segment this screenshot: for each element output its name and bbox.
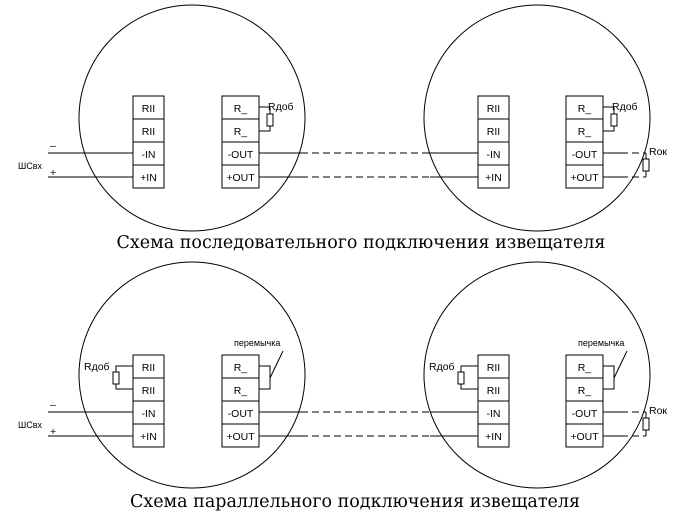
output-terminal-block: R_ R_ -OUT +OUT xyxy=(565,354,604,448)
terminal-label: -OUT xyxy=(572,149,598,161)
terminal-label: R_ xyxy=(234,362,248,374)
detector-circle-left xyxy=(78,4,306,232)
terminal-label: +IN xyxy=(140,172,157,184)
input-terminal-block: RII RII -IN +IN xyxy=(132,95,165,189)
input-terminal-block: RII RII -IN +IN xyxy=(477,354,510,448)
plus-sign: + xyxy=(50,426,56,438)
terminal-label: +IN xyxy=(485,172,502,184)
r-end-label: Rок xyxy=(649,405,667,417)
plus-sign: + xyxy=(50,167,56,179)
terminal-label: R_ xyxy=(578,126,592,138)
r-add-resistor: Rдоб xyxy=(259,101,294,132)
terminal-label: RII xyxy=(142,103,155,115)
parallel-diagram: RII RII -IN +IN R_ R_ -OUT +OUT Rдоб пер… xyxy=(18,261,667,512)
r-add-label: Rдоб xyxy=(268,101,294,113)
terminal-label: +IN xyxy=(140,431,157,443)
terminal-label: -IN xyxy=(487,149,501,161)
r-end-resistor: Rок xyxy=(603,405,667,437)
output-terminal-block: R_ R_ -OUT +OUT xyxy=(221,354,260,448)
r-add-resistor: Rдоб xyxy=(84,361,133,390)
parallel-caption: Схема параллельного подключения извещате… xyxy=(130,492,580,512)
terminal-label: RII xyxy=(487,126,500,138)
terminal-label: R_ xyxy=(578,385,592,397)
terminal-label: R_ xyxy=(234,103,248,115)
terminal-label: -IN xyxy=(142,408,156,420)
jumper-label: перемычка xyxy=(234,338,280,348)
terminal-label: R_ xyxy=(234,385,248,397)
loop-input: – + ШСвх xyxy=(18,140,133,179)
terminal-label: RII xyxy=(487,362,500,374)
input-terminal-block: RII RII -IN +IN xyxy=(477,95,510,189)
detector-circle-left xyxy=(78,261,306,489)
r-add-resistor: Rдоб xyxy=(603,101,638,132)
terminal-label: -IN xyxy=(487,408,501,420)
terminal-label: R_ xyxy=(578,103,592,115)
minus-sign: – xyxy=(50,140,56,152)
terminal-label: RII xyxy=(142,126,155,138)
terminal-label: RII xyxy=(142,362,155,374)
terminal-label: RII xyxy=(487,103,500,115)
terminal-label: +OUT xyxy=(226,431,255,443)
detector-circle-right xyxy=(423,261,651,489)
jumper: перемычка xyxy=(578,338,628,390)
terminal-label: RII xyxy=(142,385,155,397)
loop-input-label: ШСвх xyxy=(18,420,43,430)
jumper-label: перемычка xyxy=(578,338,624,348)
loop-input-label: ШСвх xyxy=(18,161,43,171)
terminal-label: +IN xyxy=(485,431,502,443)
terminal-label: R_ xyxy=(234,126,248,138)
input-terminal-block: RII RII -IN +IN xyxy=(132,354,165,448)
serial-caption: Схема последовательного подключения изве… xyxy=(117,233,606,253)
terminal-label: -IN xyxy=(142,149,156,161)
output-terminal-block: R_ R_ -OUT +OUT xyxy=(565,95,604,189)
r-end-resistor: Rок xyxy=(603,146,667,178)
jumper: перемычка xyxy=(234,338,284,390)
r-add-label: Rдоб xyxy=(612,101,638,113)
r-add-label: Rдоб xyxy=(429,361,455,373)
r-end-label: Rок xyxy=(649,146,667,158)
terminal-label: -OUT xyxy=(572,408,598,420)
terminal-label: -OUT xyxy=(228,408,254,420)
serial-diagram: RII RII -IN +IN R_ R_ -OUT +OUT Rдоб xyxy=(18,4,667,253)
terminal-label: R_ xyxy=(578,362,592,374)
detector-circle-right xyxy=(423,4,651,232)
terminal-label: +OUT xyxy=(570,431,599,443)
output-terminal-block: R_ R_ -OUT +OUT xyxy=(221,95,260,189)
loop-input: – + ШСвх xyxy=(18,399,133,438)
terminal-label: RII xyxy=(487,385,500,397)
terminal-label: -OUT xyxy=(228,149,254,161)
terminal-label: +OUT xyxy=(570,172,599,184)
r-add-resistor: Rдоб xyxy=(429,361,478,390)
r-add-label: Rдоб xyxy=(84,361,110,373)
terminal-label: +OUT xyxy=(226,172,255,184)
minus-sign: – xyxy=(50,399,56,411)
